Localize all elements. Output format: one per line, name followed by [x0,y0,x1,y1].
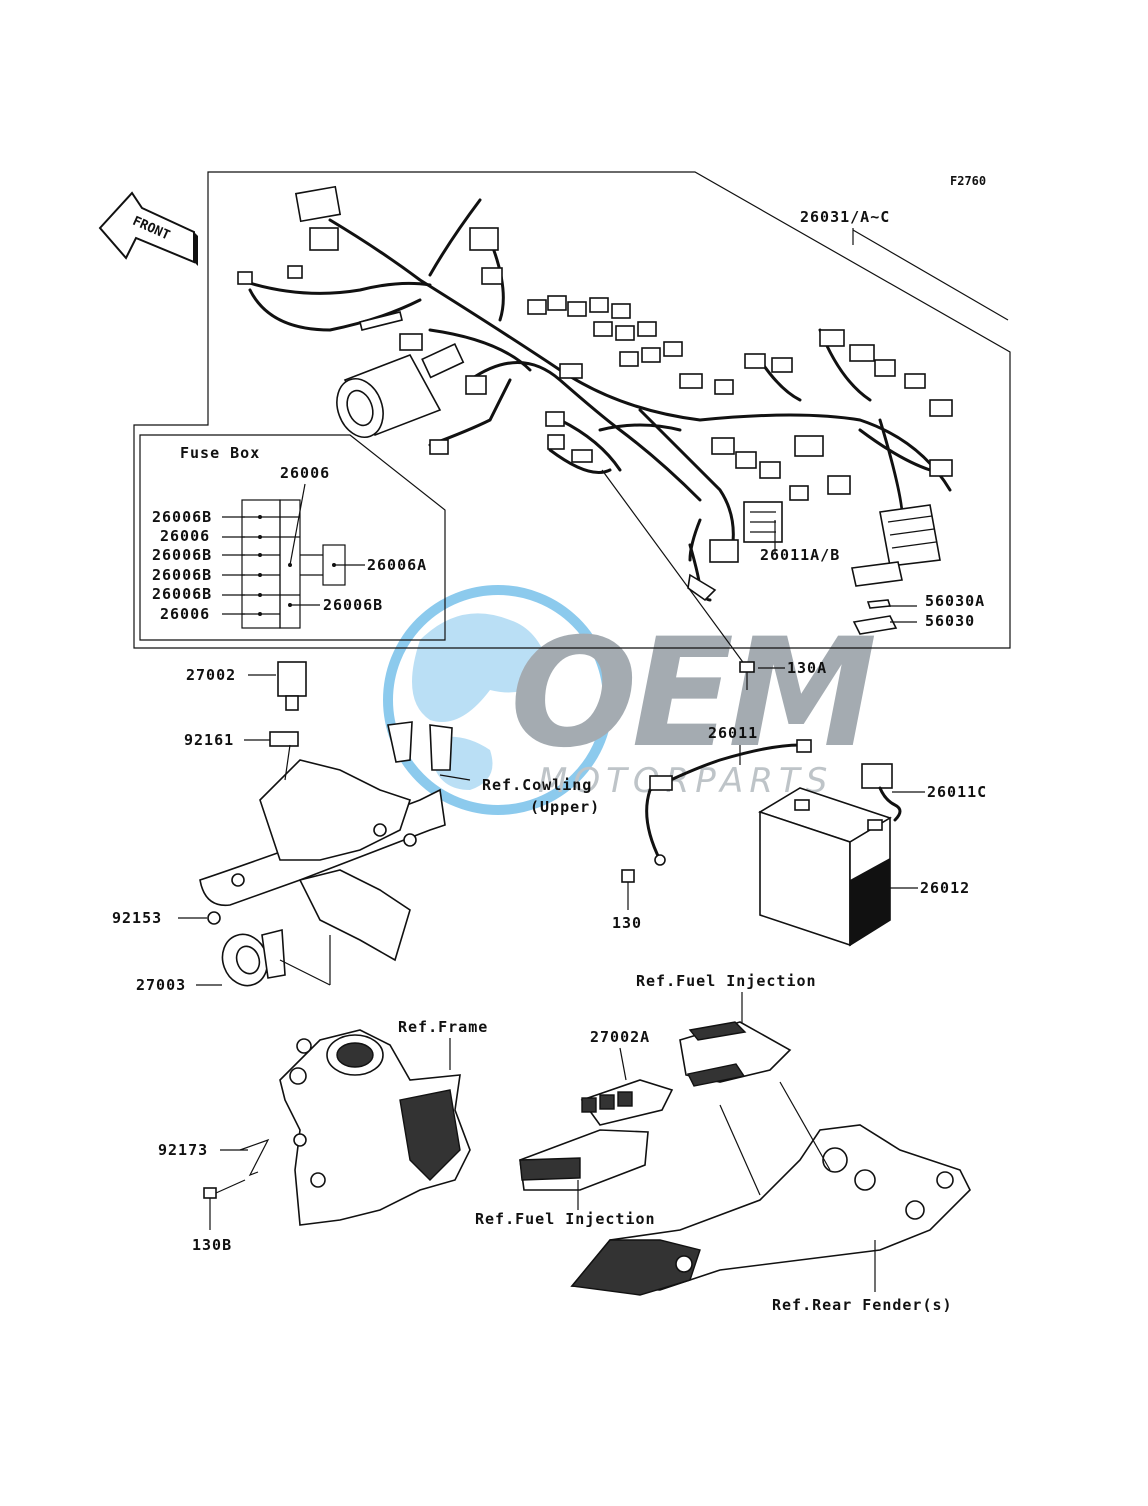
front-arrow-icon: FRONT [98,191,198,266]
watermark-sub: MOTORPARTS [538,761,833,801]
holder-92161 [244,731,299,747]
label-130b: 130B [192,1236,232,1254]
fuse-box-title: Fuse Box [180,444,260,462]
ecu-connector [687,501,783,602]
label-130: 130 [612,914,642,932]
harness-box [133,171,1011,649]
nut-92153 [207,911,221,925]
label-26011: 26011 [708,724,758,742]
fuse-label-top: 26006 [280,464,330,482]
fuse-label-26006a: 26006A [367,556,427,574]
label-130a: 130A [787,659,827,677]
label-56030: 56030 [925,612,975,630]
bolt-130a [739,661,785,690]
frame-section [279,1029,471,1226]
label-27002: 27002 [186,666,236,684]
watermark-globe-icon [383,585,613,815]
label-92153: 92153 [112,909,162,927]
label-harness: 26031/A~C [800,208,890,226]
front-bracket [199,721,471,962]
label-26011c: 26011C [927,783,987,801]
connectors-center [527,295,683,367]
relay-27002 [248,661,307,711]
bolt-130b [203,1179,246,1230]
ignition-cylinder [336,342,465,438]
label-92161: 92161 [184,731,234,749]
relay-27002a [580,1079,674,1126]
fuse-box-inset: Fuse Box 26006 26006B 26006 26006B 26006… [139,434,446,641]
wiring-harness [237,185,953,635]
ref-fuel-injection-top: Ref.Fuel Injection [636,972,817,990]
clip-92173 [220,1138,270,1177]
bolt-130 [621,869,635,910]
label-26011ab: 26011A/B [760,546,840,564]
ref-rear-fender: Ref.Rear Fender(s) [772,1296,953,1314]
fuse-label-5: 26006B [152,585,212,603]
horn-27003 [196,928,331,987]
watermark: OEM MOTORPARTS [383,585,881,815]
watermark-brand: OEM [510,607,875,781]
fuse-label-1: 26006B [152,508,212,526]
label-27002a: 27002A [590,1028,650,1046]
part-56030-shape [852,615,898,635]
cover-26011c [861,763,925,822]
battery-26012 [758,787,918,947]
ref-cowling-upper: (Upper) [530,798,600,816]
connectors-left [237,227,593,463]
ecu-bracket [679,1021,792,1087]
fuse-label-6: 26006 [160,605,210,623]
rear-fender [570,1081,971,1296]
battery-cable-26011 [645,739,812,866]
fuse-label-2: 26006 [160,527,210,545]
part-56030a-shape [866,599,892,609]
label-92173: 92173 [158,1141,208,1159]
fuse-box-housing [851,504,941,587]
ecu-unit [519,1129,649,1210]
ref-cowling: Ref.Cowling [482,776,592,794]
fuse-label-4: 26006B [152,566,212,584]
fuse-label-26006b-side: 26006B [323,596,383,614]
ref-frame: Ref.Frame [398,1018,488,1036]
figure-code: F2760 [950,174,986,188]
label-26012: 26012 [920,879,970,897]
ref-fuel-injection-bottom: Ref.Fuel Injection [475,1210,656,1228]
label-27003: 27003 [136,976,186,994]
label-56030a: 56030A [925,592,985,610]
connectors-right [679,329,953,501]
fuse-label-3: 26006B [152,546,212,564]
